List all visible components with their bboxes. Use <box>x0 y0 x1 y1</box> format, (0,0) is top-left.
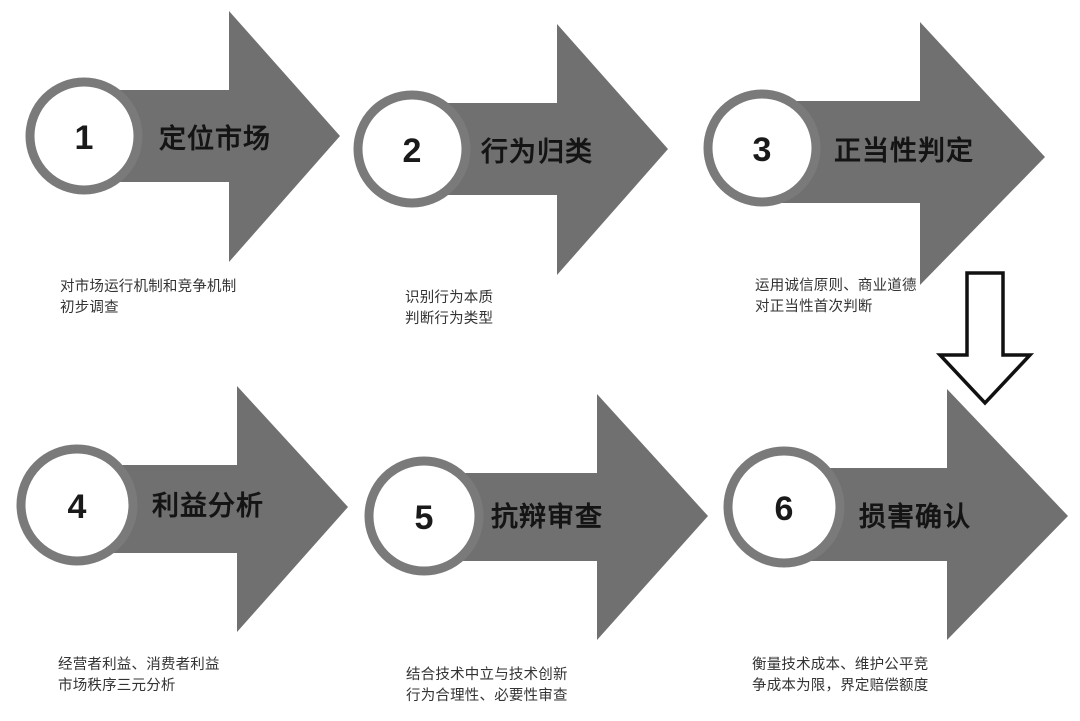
step-5-circle <box>364 456 484 576</box>
step-3-circle <box>703 89 821 207</box>
step-1-caption: 对市场运行机制和竞争机制 初步调查 <box>60 279 237 317</box>
step-3-arrow-icon <box>762 22 1045 285</box>
step-4-caption: 经营者利益、消费者利益 市场秩序三元分析 <box>58 657 220 695</box>
step-2-number: 2 <box>403 132 422 170</box>
step-1-circle <box>25 77 143 195</box>
step-6-label: 损害确认 <box>859 501 971 532</box>
step-1-group[interactable]: 1 定位市场 <box>25 11 340 262</box>
step-6-number: 6 <box>775 490 794 528</box>
step-4-label: 利益分析 <box>152 491 264 521</box>
step-2-group[interactable]: 2 行为归类 <box>353 24 668 275</box>
step-3-number: 3 <box>753 131 772 169</box>
step-5-group[interactable]: 5 抗辩审查 <box>364 394 708 640</box>
row-wrap-down-arrow-icon <box>935 271 1035 406</box>
step-6-circle <box>723 446 845 568</box>
step-2-arrow-icon <box>412 24 668 275</box>
step-3-group[interactable]: 3 正当性判定 <box>703 22 1045 285</box>
step-5-caption: 结合技术中立与技术创新 行为合理性、必要性审查 <box>406 667 568 705</box>
step-2-circle <box>353 90 471 208</box>
step-2-caption: 识别行为本质 判断行为类型 <box>405 290 494 328</box>
step-4-group[interactable]: 4 利益分析 <box>16 386 348 632</box>
step-6-group[interactable]: 6 损害确认 <box>723 389 1068 640</box>
step-4-circle <box>16 444 138 566</box>
step-3-label: 正当性判定 <box>834 135 974 166</box>
step-6-arrow-icon <box>784 389 1068 640</box>
step-2-label: 行为归类 <box>480 136 593 167</box>
step-3-caption: 运用诚信原则、商业道德 对正当性首次判断 <box>755 278 917 316</box>
step-6-caption: 衡量技术成本、维护公平竞 争成本为限，界定赔偿额度 <box>752 657 929 695</box>
step-4-arrow-icon <box>77 386 348 632</box>
step-1-arrow-icon <box>84 11 340 262</box>
step-5-number: 5 <box>415 499 434 537</box>
step-5-label: 抗辩审查 <box>491 501 603 532</box>
step-1-number: 1 <box>75 119 94 157</box>
step-5-arrow-icon <box>424 394 708 640</box>
step-4-number: 4 <box>68 488 87 526</box>
step-1-label: 定位市场 <box>159 123 271 154</box>
